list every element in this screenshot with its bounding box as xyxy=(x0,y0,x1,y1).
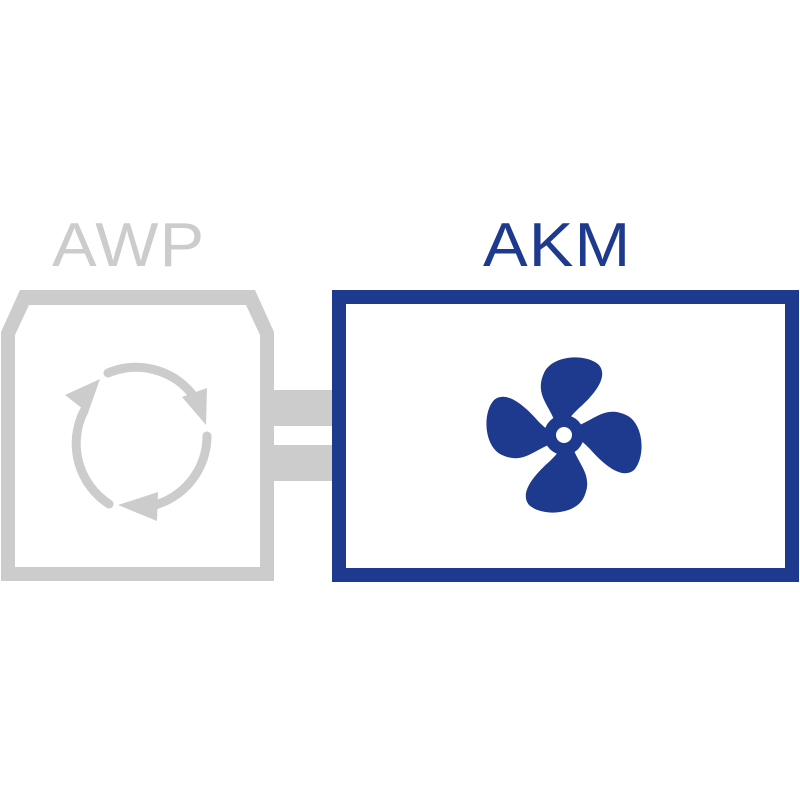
akm-block xyxy=(332,290,799,582)
akm-housing xyxy=(332,290,799,582)
fan-icon xyxy=(486,357,642,513)
awp-block xyxy=(1,290,274,581)
arrowheads xyxy=(65,379,207,521)
awp-housing xyxy=(1,290,274,581)
connector-bar-top xyxy=(274,390,334,426)
fan-hub xyxy=(556,427,572,443)
circular-arrows-icon xyxy=(71,362,212,511)
awp-label: AWP xyxy=(52,211,206,280)
connector xyxy=(274,390,334,481)
connector-bar-bottom xyxy=(274,445,334,481)
akm-label: AKM xyxy=(483,211,632,280)
